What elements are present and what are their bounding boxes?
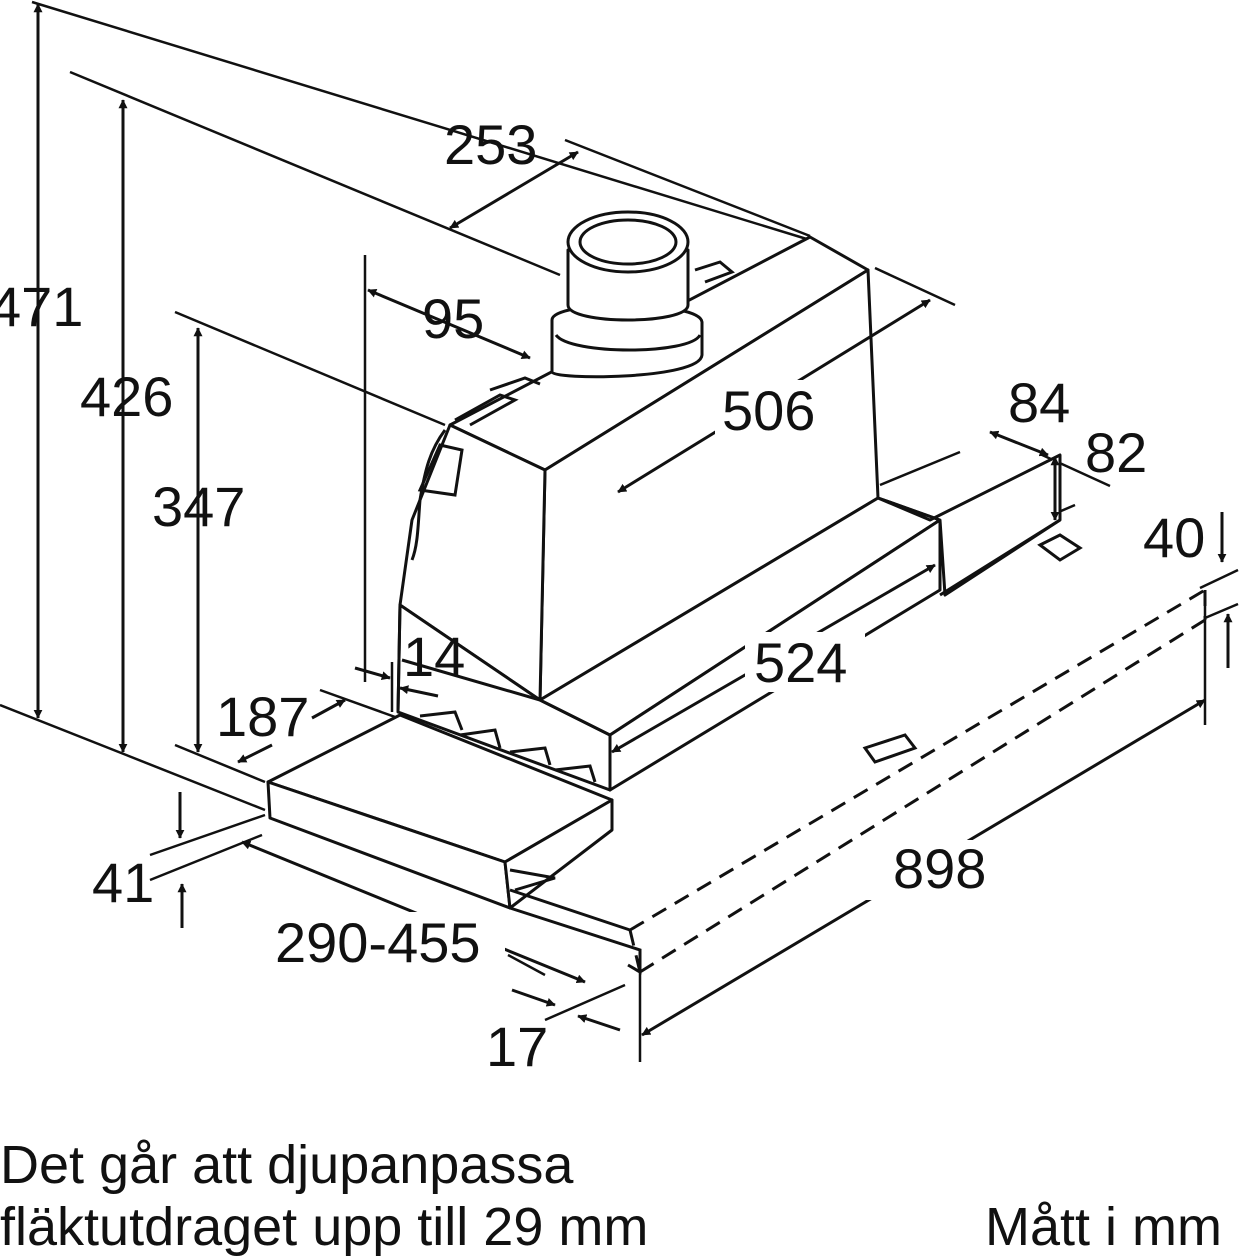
dim-471: 471 bbox=[0, 275, 83, 338]
dim-524: 524 bbox=[754, 631, 847, 694]
dim-40: 40 bbox=[1143, 506, 1205, 569]
dim-506: 506 bbox=[722, 379, 815, 442]
note-depth-adjust-line-2: fläktutdraget upp till 29 mm bbox=[0, 1197, 649, 1257]
dim-95: 95 bbox=[422, 287, 484, 350]
dim-290-455: 290-455 bbox=[275, 911, 481, 974]
dim-253: 253 bbox=[444, 113, 537, 176]
dim-17: 17 bbox=[486, 1015, 548, 1078]
hood-body bbox=[266, 210, 1207, 975]
note-units: Mått i mm bbox=[985, 1197, 1222, 1257]
dimension-labels: 471 426 347 253 95 506 84 82 40 524 14 1… bbox=[0, 113, 1205, 1078]
dim-187: 187 bbox=[216, 685, 309, 748]
dim-347: 347 bbox=[152, 475, 245, 538]
note-depth-adjust-line-1: Det går att djupanpassa bbox=[0, 1135, 574, 1195]
duct-connector bbox=[550, 210, 704, 379]
dim-426: 426 bbox=[80, 365, 173, 428]
dim-898: 898 bbox=[893, 837, 986, 900]
dim-14: 14 bbox=[403, 625, 465, 688]
dim-82: 82 bbox=[1085, 421, 1147, 484]
dim-41: 41 bbox=[92, 851, 154, 914]
dim-84: 84 bbox=[1008, 371, 1070, 434]
